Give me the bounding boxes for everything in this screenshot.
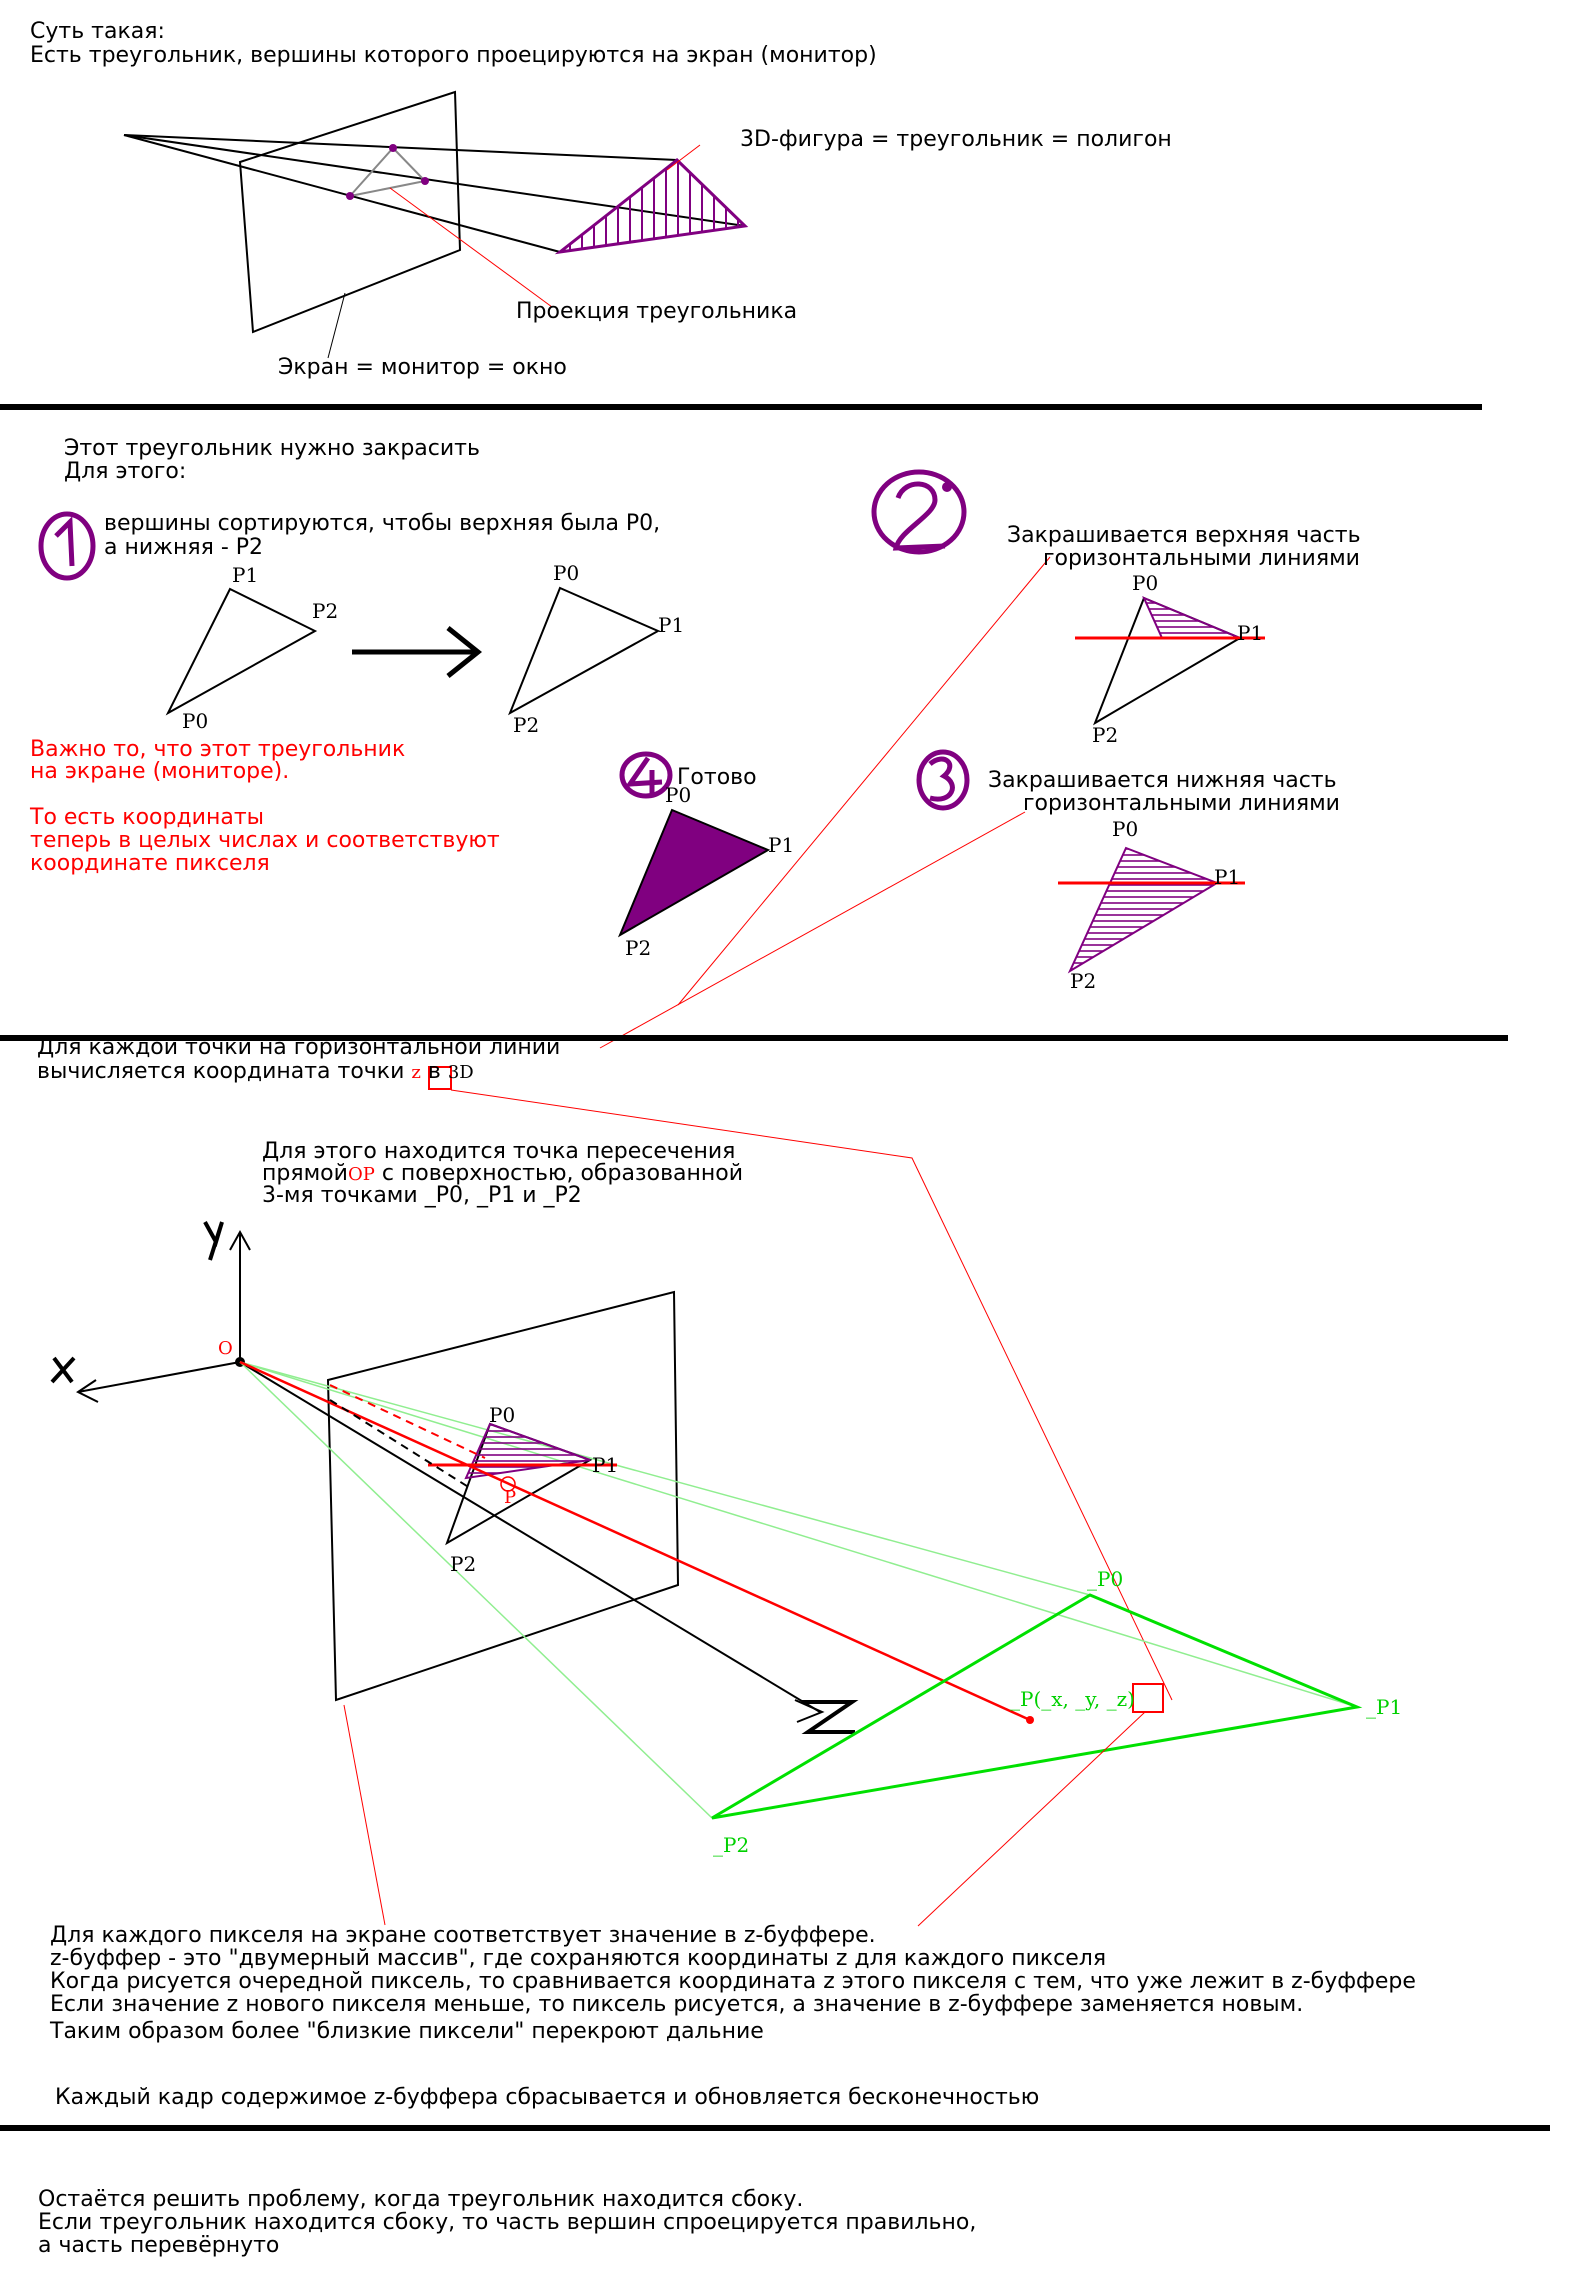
label-p1-sorted: P1 <box>658 613 685 637</box>
step3-text-1: Закрашивается нижняя часть <box>988 768 1337 793</box>
label-screen: Экран = монитор = окно <box>278 355 567 380</box>
label-origin: O <box>218 1338 233 1359</box>
section2-heading-2: Для этого: <box>64 459 187 484</box>
triangle-world <box>711 1593 1363 1820</box>
triangle-sorted <box>508 586 661 716</box>
side-line-1: Остаётся решить проблему, когда треуголь… <box>38 2187 804 2212</box>
label-world-p1: _P1 <box>1366 1695 1403 1719</box>
label-world-p2: _P2 <box>713 1833 750 1857</box>
section3-line-2: вычисляется координата точки z в 3D <box>37 1060 474 1084</box>
side-line-2: Если треугольник находится сбоку, то час… <box>38 2210 977 2235</box>
step-number-1 <box>38 511 96 581</box>
label-p2-sorted: P2 <box>513 713 540 737</box>
axes <box>50 1221 859 1734</box>
zbuffer-line-4: Если значение z нового пикселя меньше, т… <box>50 1992 1304 2017</box>
screen-plane-2 <box>326 1290 680 1702</box>
explain-line-1: Для этого находится точка пересечения <box>262 1139 736 1164</box>
label-p2-done: P2 <box>625 936 652 960</box>
projection-sketch <box>123 90 749 359</box>
note-line-2: на экране (мониторе). <box>30 759 290 784</box>
label-p0-unsorted: P0 <box>182 709 209 733</box>
label-world-p0: _P0 <box>1087 1567 1124 1591</box>
explain-line-2a: прямой <box>262 1161 348 1186</box>
label-p0-3d: P0 <box>489 1403 516 1427</box>
screen-plane-1 <box>238 90 462 334</box>
op-ray-dashed <box>329 1384 486 1459</box>
label-p0-sorted: P0 <box>553 561 580 585</box>
label-p1-3d: P1 <box>592 1453 619 1477</box>
label-p2-3d: P2 <box>450 1552 477 1576</box>
zbuffer-line-3: Когда рисуется очередной пиксель, то сра… <box>50 1969 1416 1994</box>
zbuffer-line-1: Для каждого пикселя на экране соответств… <box>50 1923 876 1948</box>
label-p0-step2: P0 <box>1132 571 1159 595</box>
triangle-screen-3d <box>428 1422 617 1546</box>
triangle-bottom-filled <box>1058 846 1245 974</box>
triangle-projection <box>347 146 427 198</box>
label-3d-figure: 3D-фигура = треугольник = полигон <box>740 127 1172 152</box>
label-p2-unsorted: P2 <box>312 599 339 623</box>
intro-line-2: Есть треугольник, вершины которого проец… <box>30 43 877 68</box>
zbuffer-line-2: z-буффер - это "двумерный массив", где с… <box>50 1946 1107 1971</box>
label-p1-step3: P1 <box>1214 865 1241 889</box>
intro-line-1: Суть такая: <box>30 19 165 44</box>
triangle-3d <box>554 158 749 255</box>
triangle-top-filled <box>1075 596 1265 726</box>
step4-text: Готово <box>677 765 757 790</box>
explain-line-3: 3-мя точками _P0, _P1 и _P2 <box>262 1183 582 1208</box>
triangle-unsorted <box>165 587 318 716</box>
label-projection: Проекция треугольника <box>516 299 798 324</box>
label-p0-done: P0 <box>665 783 692 807</box>
label-p1-done: P1 <box>768 833 795 857</box>
z-letter: z <box>411 1062 421 1083</box>
side-line-3: а часть перевёрнуто <box>38 2233 280 2258</box>
step1-text-2: а нижняя - P2 <box>104 535 264 560</box>
note-line-1: Важно то, что этот треугольник <box>30 737 406 762</box>
step-number-2 <box>871 469 967 555</box>
note-line-5: координате пикселя <box>30 851 270 876</box>
explain-line-2b: с поверхностью, образованной <box>381 1161 744 1186</box>
world-point-end: ) <box>1127 1687 1135 1711</box>
note-line-3: То есть координаты <box>30 805 265 830</box>
label-world-point: _P(_x, _y, _z) <box>1010 1688 1135 1711</box>
triangle-done <box>617 808 771 938</box>
label-p0-step3: P0 <box>1112 817 1139 841</box>
label-3d: 3D <box>447 1062 474 1083</box>
op-ray-solid <box>239 1360 1031 1722</box>
z-box-2 <box>1132 1683 1164 1713</box>
step-number-3 <box>916 749 970 811</box>
step-number-4 <box>619 751 673 799</box>
section3-line-2a: вычисляется координата точки <box>37 1059 405 1084</box>
step2-text-2: горизонтальными линиями <box>1043 546 1360 571</box>
section2-heading-1: Этот треугольник нужно закрасить <box>64 436 480 461</box>
zbuffer-line-5: Таким образом более "близкие пиксели" пе… <box>50 2019 764 2044</box>
z-box-1 <box>428 1066 452 1090</box>
label-p1-step2: P1 <box>1237 621 1264 645</box>
note-line-4: теперь в целых числах и соответствуют <box>30 828 500 853</box>
label-point-p: P <box>504 1487 517 1508</box>
label-p1-unsorted: P1 <box>232 563 259 587</box>
zbuffer-line-6: Каждый кадр содержимое z-буффера сбрасыв… <box>55 2085 1040 2110</box>
section3-line-1: Для каждой точки на горизонтальной линии <box>37 1035 561 1060</box>
point-p-3d <box>1026 1716 1034 1724</box>
explain-line-2: прямойOP с поверхностью, образованной <box>262 1162 743 1186</box>
world-point-coords: _P(_x, _y, <box>1010 1687 1107 1711</box>
label-op: OP <box>347 1164 375 1185</box>
section3-line-2b: в <box>427 1059 441 1084</box>
green-rays <box>239 1361 1358 1819</box>
world-point-z: _z <box>1106 1687 1128 1711</box>
step2-text-1: Закрашивается верхняя часть <box>1007 523 1361 548</box>
label-p2-step3: P2 <box>1070 969 1097 993</box>
step3-text-2: горизонтальными линиями <box>1023 791 1340 816</box>
step1-text-1: вершины сортируются, чтобы верхняя была … <box>104 511 661 536</box>
sort-arrow <box>352 626 483 678</box>
label-p2-step2: P2 <box>1092 723 1119 747</box>
